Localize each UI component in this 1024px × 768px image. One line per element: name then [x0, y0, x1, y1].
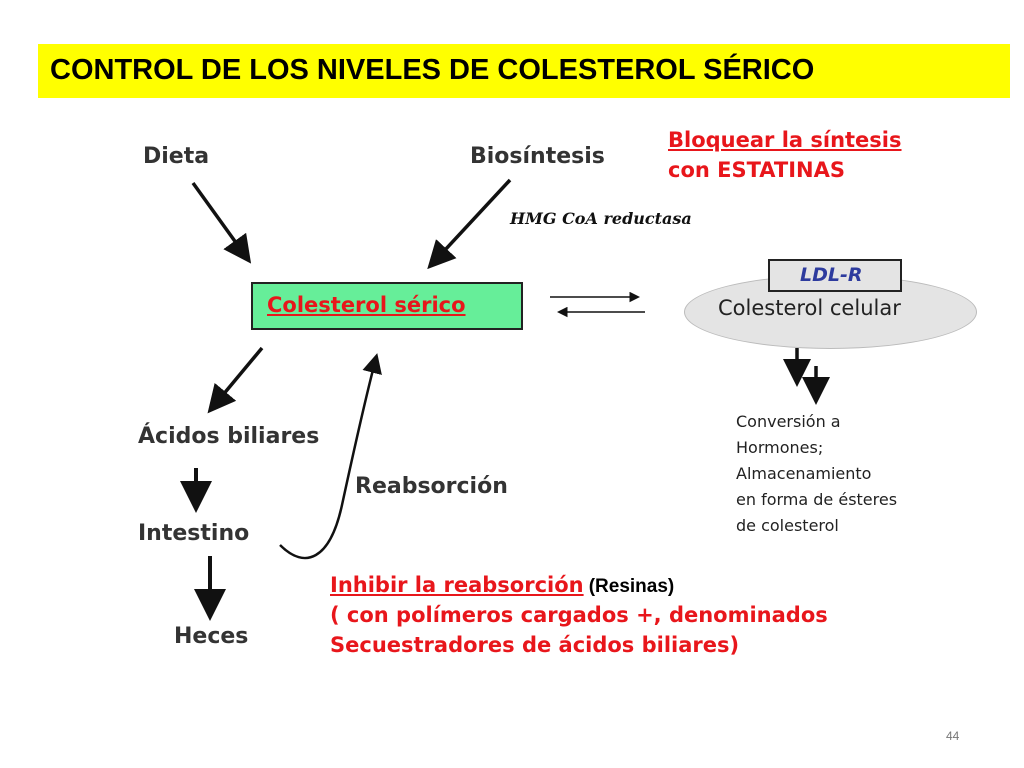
label-serum-cholesterol: Colesterol sérico — [267, 293, 466, 317]
inhibit-block: Inhibir la reabsorción (Resinas) ( con p… — [330, 570, 828, 660]
ldl-receptor-box: LDL-R — [768, 259, 902, 292]
label-inhibit-line3: Secuestradores de ácidos biliares) — [330, 633, 740, 657]
label-resinas: (Resinas) — [588, 576, 675, 597]
conversion-text: Conversión a Hormones; Almacenamiento en… — [736, 409, 897, 539]
label-biosintesis: Biosíntesis — [470, 144, 605, 169]
label-hmg-coa: HMG CoA reductasa — [510, 209, 692, 228]
conversion-line: de colesterol — [736, 516, 839, 535]
conversion-line: Almacenamiento — [736, 464, 872, 483]
label-acidos-biliares: Ácidos biliares — [138, 424, 320, 449]
serum-cholesterol-box: Colesterol sérico — [251, 282, 523, 330]
slide-title: CONTROL DE LOS NIVELES DE COLESTEROL SÉR… — [50, 54, 815, 86]
label-heces: Heces — [174, 624, 249, 649]
conversion-line: Conversión a — [736, 412, 841, 431]
conversion-line: Hormones; — [736, 438, 824, 457]
label-dieta: Dieta — [143, 144, 210, 169]
arrow-reabsorcion-curve — [279, 353, 382, 560]
page-number: 44 — [946, 729, 960, 743]
label-cellular-cholesterol: Colesterol celular — [718, 296, 901, 320]
label-inhibit-line2: ( con polímeros cargados +, denominados — [330, 603, 828, 627]
label-intestino: Intestino — [138, 521, 250, 546]
label-reabsorcion: Reabsorción — [355, 474, 508, 499]
label-block-synthesis: Bloquear la síntesis — [668, 128, 902, 152]
title-bar: CONTROL DE LOS NIVELES DE COLESTEROL SÉR… — [38, 44, 1010, 98]
arrow-dieta-to-serum — [191, 181, 252, 264]
label-inhibit-reabsorption: Inhibir la reabsorción — [330, 573, 584, 597]
arrow-serum-to-acidos — [207, 346, 264, 414]
conversion-line: en forma de ésteres — [736, 490, 898, 509]
label-statins: con ESTATINAS — [668, 158, 846, 182]
arrow-biosintesis-to-serum — [427, 178, 512, 270]
label-ldlr: LDL-R — [800, 264, 863, 286]
